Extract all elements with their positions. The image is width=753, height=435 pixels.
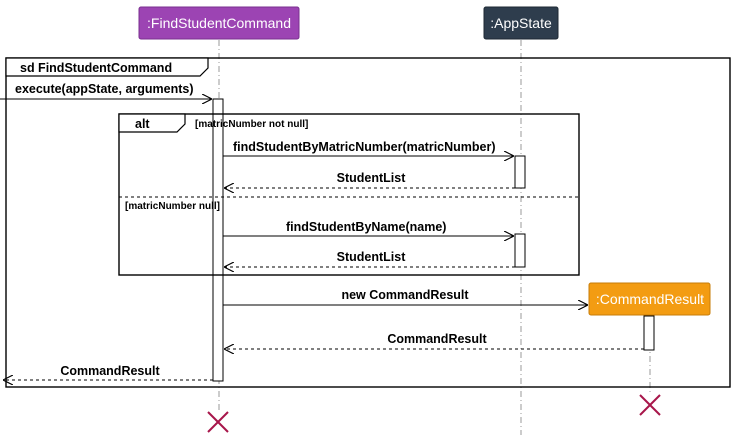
activation-find-student-command [212,98,224,382]
alt-frame: alt [matricNumber not null] [matricNumbe… [118,113,580,276]
destroy-command-result-icon [639,394,661,416]
svg-text::AppState: :AppState [490,15,552,31]
message-new-command-result: new CommandResult [223,288,587,305]
destroy-find-student-command-icon [207,411,229,433]
svg-text:CommandResult: CommandResult [60,364,160,378]
alt-guard-2: [matricNumber null] [125,201,220,212]
activation-command-result [643,315,655,351]
svg-text:findStudentByMatricNumber(matr: findStudentByMatricNumber(matricNumber) [233,140,496,154]
svg-text:CommandResult: CommandResult [387,332,487,346]
message-find-by-name: findStudentByName(name) [223,220,513,236]
svg-text:findStudentByName(name): findStudentByName(name) [286,220,446,234]
svg-text:new CommandResult: new CommandResult [341,288,469,302]
participant-find-student-command: :FindStudentCommand [138,6,300,40]
activation-app-state-1 [514,155,526,189]
svg-text:execute(appState, arguments): execute(appState, arguments) [15,82,194,96]
alt-frame-label: alt [135,117,150,131]
alt-guard-1: [matricNumber not null] [195,119,308,130]
message-return-final: CommandResult [4,364,213,380]
message-find-by-matric: findStudentByMatricNumber(matricNumber) [223,140,513,156]
svg-text::CommandResult: :CommandResult [596,291,704,307]
sd-frame: sd FindStudentCommand [5,57,731,388]
participant-app-state: :AppState [483,6,559,40]
participant-command-result: :CommandResult [588,282,711,316]
sd-frame-label: sd FindStudentCommand [20,61,172,75]
message-return-list-2: StudentList [225,250,515,267]
svg-text:StudentList: StudentList [337,250,407,264]
svg-text::FindStudentCommand: :FindStudentCommand [147,15,291,31]
message-return-list-1: StudentList [225,171,515,188]
message-return-command-result: CommandResult [225,332,644,349]
svg-text:StudentList: StudentList [337,171,407,185]
message-execute: execute(appState, arguments) [0,82,211,99]
activation-app-state-2 [514,233,526,268]
